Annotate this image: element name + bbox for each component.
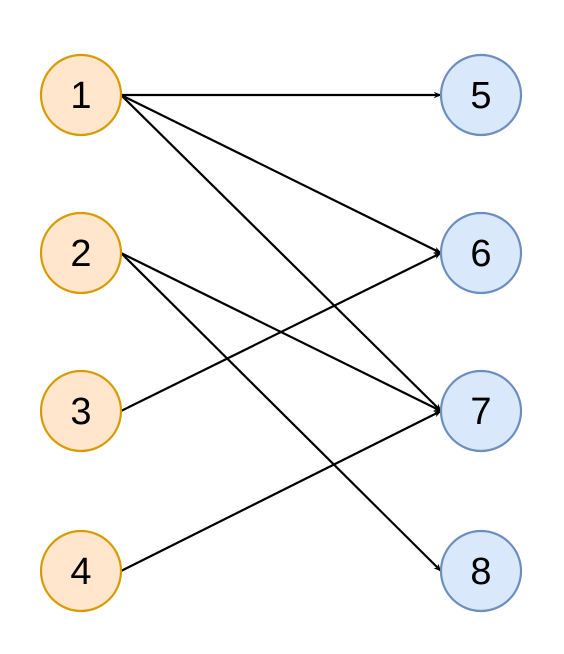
node-8: 8 xyxy=(439,529,523,613)
edge-1-to-6 xyxy=(120,94,442,254)
node-1-label: 1 xyxy=(70,75,91,117)
node-5: 5 xyxy=(439,53,523,137)
node-4-circle xyxy=(39,529,123,613)
edge-3-to-6 xyxy=(120,252,442,412)
node-2: 2 xyxy=(39,211,123,295)
node-4-label: 4 xyxy=(70,551,91,593)
node-7: 7 xyxy=(439,369,523,453)
edges xyxy=(120,91,442,572)
node-6: 6 xyxy=(439,211,523,295)
edge-2-to-8 xyxy=(120,252,442,572)
node-8-label: 8 xyxy=(470,551,491,593)
node-7-label: 7 xyxy=(470,391,491,433)
nodes: 1 2 3 4 5 6 7 8 xyxy=(39,53,523,613)
edge-4-to-7 xyxy=(120,410,442,572)
node-1: 1 xyxy=(39,53,123,137)
node-3-circle xyxy=(39,369,123,453)
node-2-label: 2 xyxy=(70,233,91,275)
node-3: 3 xyxy=(39,369,123,453)
node-6-circle xyxy=(439,211,523,295)
node-8-circle xyxy=(439,529,523,613)
edge-1-to-7 xyxy=(120,94,442,412)
node-1-circle xyxy=(39,53,123,137)
node-5-label: 5 xyxy=(470,75,491,117)
node-7-circle xyxy=(439,369,523,453)
node-3-label: 3 xyxy=(70,391,91,433)
node-5-circle xyxy=(439,53,523,137)
node-4: 4 xyxy=(39,529,123,613)
node-6-label: 6 xyxy=(470,233,491,275)
node-2-circle xyxy=(39,211,123,295)
